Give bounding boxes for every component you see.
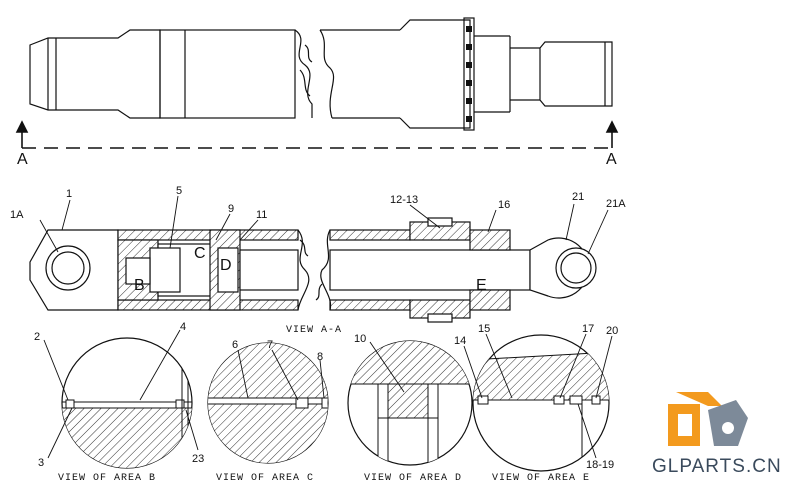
section-mark-left: A <box>17 151 28 168</box>
section-line <box>15 120 619 149</box>
label-11: 11 <box>256 209 267 221</box>
label-12-13: 12-13 <box>390 194 418 206</box>
label-9: 9 <box>228 203 234 215</box>
detail-area-d <box>347 340 473 466</box>
label-20: 20 <box>606 325 618 337</box>
label-7: 7 <box>267 339 273 351</box>
area-letter-b: B <box>134 277 145 294</box>
label-4: 4 <box>180 321 186 333</box>
section-breaks <box>297 229 332 311</box>
detail-area-e <box>463 333 613 472</box>
label-1: 1 <box>66 188 72 200</box>
label-5: 5 <box>176 185 182 197</box>
label-15: 15 <box>478 323 490 335</box>
label-6: 6 <box>232 339 238 351</box>
label-21: 21 <box>572 191 584 203</box>
view-caption: VIEW A-A <box>286 325 342 336</box>
caption-area-d: VIEW OF AREA D <box>364 473 462 484</box>
detail-area-b <box>43 329 199 469</box>
section-mark-right: A <box>606 151 617 168</box>
area-letter-d: D <box>220 257 232 274</box>
label-21A: 21A <box>606 198 626 210</box>
label-3: 3 <box>38 457 44 469</box>
brand-logo-icon <box>668 392 748 446</box>
cylinder-external-view <box>29 17 613 131</box>
area-letter-c: C <box>194 245 206 262</box>
label-23: 23 <box>192 453 204 465</box>
label-1A: 1A <box>10 209 24 221</box>
label-18-19: 18-19 <box>586 459 614 471</box>
caption-area-c: VIEW OF AREA C <box>216 473 314 484</box>
caption-area-e: VIEW OF AREA E <box>492 473 590 484</box>
label-8: 8 <box>317 351 323 363</box>
label-2: 2 <box>34 331 40 343</box>
brand-name: GLPARTS.CN <box>652 456 782 477</box>
label-17: 17 <box>582 323 594 335</box>
cylinder-section-view <box>29 217 597 323</box>
caption-area-b: VIEW OF AREA B <box>58 473 156 484</box>
label-16: 16 <box>498 199 510 211</box>
leader-lines <box>39 195 609 255</box>
label-10: 10 <box>354 333 366 345</box>
area-letter-e: E <box>476 277 487 294</box>
label-14: 14 <box>454 335 466 347</box>
bolt-heads <box>466 26 472 122</box>
